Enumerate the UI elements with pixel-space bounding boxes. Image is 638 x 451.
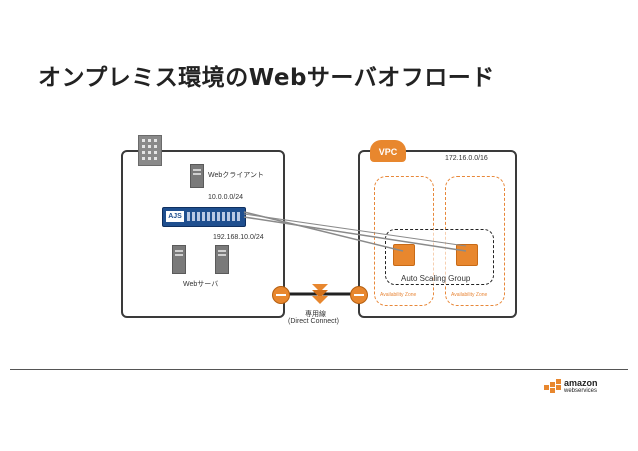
subnet-bottom-label: 192.168.10.0/24 bbox=[213, 234, 264, 241]
logo-text: amazon bbox=[564, 378, 598, 388]
az-right-label: Availability Zone bbox=[451, 292, 488, 298]
ec2-instance-icon-2 bbox=[456, 244, 478, 266]
az-left-label: Availability Zone bbox=[380, 292, 417, 298]
route-line-1 bbox=[243, 211, 404, 252]
direct-connect-icon bbox=[312, 284, 328, 304]
asg-label: Auto Scaling Group bbox=[401, 274, 471, 283]
aws-cube-icon bbox=[544, 379, 562, 395]
subnet-top-label: 10.0.0.0/24 bbox=[208, 194, 244, 201]
vpc-cidr-label: 172.16.0.0/16 bbox=[445, 155, 488, 162]
web-client-label: Webクライアント bbox=[208, 172, 264, 179]
web-server-icon-2 bbox=[215, 245, 229, 274]
amazon-web-services-logo: amazon webservices bbox=[544, 375, 606, 399]
route-line-2 bbox=[243, 216, 467, 252]
onprem-connector-icon bbox=[272, 286, 290, 304]
router-logo: AJS bbox=[166, 211, 184, 222]
direct-connect-label-jp: 専用線 bbox=[305, 311, 326, 318]
logo-subtext: webservices bbox=[564, 388, 598, 394]
building-icon bbox=[138, 135, 162, 166]
slide-divider bbox=[10, 369, 628, 370]
web-servers-label: Webサーバ bbox=[183, 281, 219, 288]
router-ports bbox=[187, 212, 241, 221]
slide-title: オンプレミス環境のWebサーバオフロード bbox=[38, 65, 495, 91]
web-client-icon bbox=[190, 164, 204, 188]
router-icon: AJS bbox=[162, 207, 246, 227]
vpc-cloud-badge: VPC bbox=[370, 140, 406, 162]
vpc-connector-icon bbox=[350, 286, 368, 304]
route-line-3 bbox=[243, 213, 467, 247]
direct-connect-label-en: (Direct Connect) bbox=[288, 318, 339, 325]
web-server-icon-1 bbox=[172, 245, 186, 274]
